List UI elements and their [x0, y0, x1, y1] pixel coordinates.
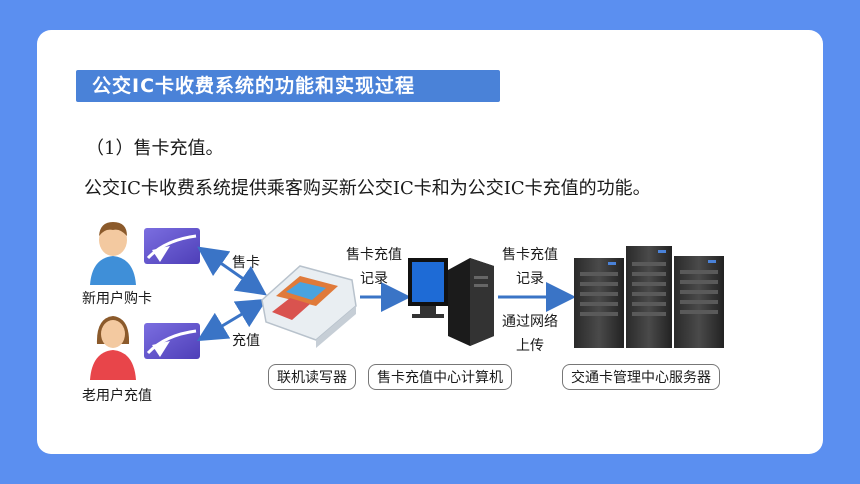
ic-card-icon: [144, 228, 200, 264]
ic-card-icon: [144, 323, 200, 359]
reader-box-label: 联机读写器: [268, 364, 356, 390]
new-user-label: 新用户购卡: [82, 291, 152, 307]
server-box-label: 交通卡管理中心服务器: [562, 364, 720, 390]
network-label-line2: 上传: [516, 338, 544, 354]
old-user-label: 老用户充值: [82, 388, 152, 404]
record-label-reader-line2: 记录: [360, 271, 388, 287]
computer-box-label: 售卡充值中心计算机: [368, 364, 512, 390]
computer-icon: [408, 258, 494, 346]
male-user-icon: [90, 222, 136, 285]
server-icon: [574, 246, 724, 348]
description-text: 公交IC卡收费系统提供乘客购买新公交IC卡和为公交IC卡充值的功能。: [84, 178, 651, 199]
recharge-arrow: [196, 298, 268, 342]
network-label-line1: 通过网络: [502, 314, 558, 330]
record-label-computer-line1: 售卡充值: [502, 247, 558, 263]
record-label-computer-line2: 记录: [516, 271, 544, 287]
record-label-reader-line1: 售卡充值: [346, 247, 402, 263]
female-user-icon: [90, 316, 136, 380]
step-heading: （1）售卡充值。: [86, 138, 224, 159]
sell-card-label: 售卡: [232, 255, 260, 271]
sell-card-arrow: [197, 246, 267, 296]
section-title: 公交IC卡收费系统的功能和实现过程: [76, 70, 500, 102]
card-reader-icon: [261, 265, 357, 348]
recharge-label: 充值: [232, 333, 260, 349]
